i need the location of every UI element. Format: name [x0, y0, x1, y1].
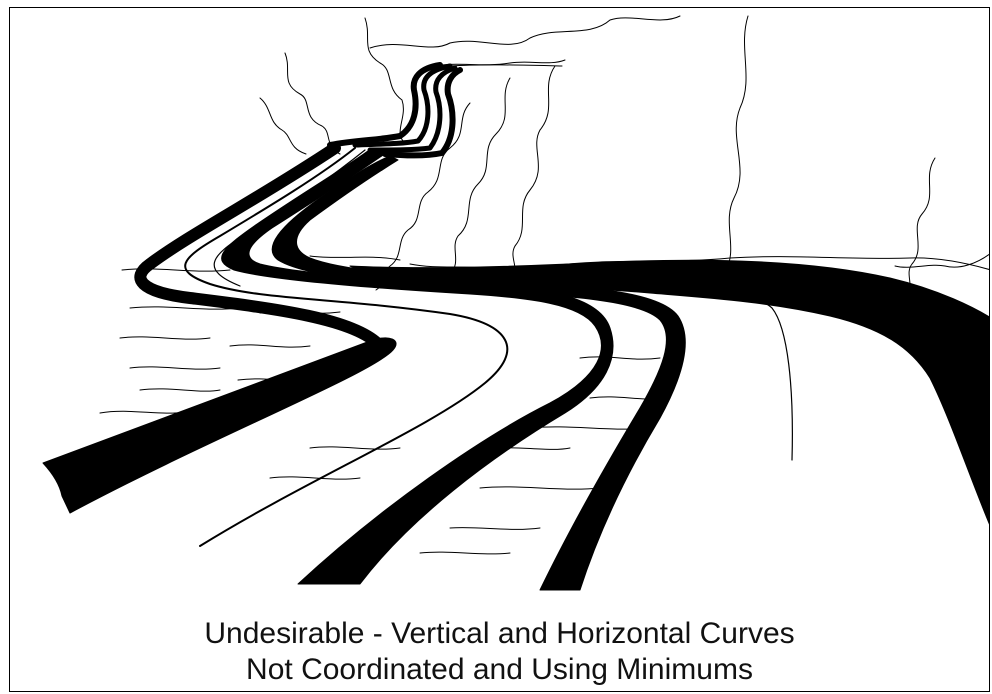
- hill-contour-mid2: [449, 77, 511, 275]
- road-right-stripe: [271, 155, 686, 591]
- figure-frame: Undesirable - Vertical and Horizontal Cu…: [9, 7, 990, 692]
- road-left-outer-curve: [134, 142, 386, 352]
- road-right-outer-shoulder-fill: [349, 259, 989, 525]
- caption-line-1: Undesirable - Vertical and Horizontal Cu…: [204, 617, 795, 650]
- ground-hatch-left-3: [119, 336, 311, 348]
- road-distant-edge-4: [382, 67, 463, 159]
- hill-contour-left: [284, 52, 341, 155]
- ground-hatch-mid: [269, 446, 401, 480]
- hill-contour-far-right: [894, 253, 989, 268]
- road-center-stripe: [221, 147, 614, 585]
- ground-hatch-left-1: [121, 268, 231, 272]
- figure-caption: Undesirable - Vertical and Horizontal Cu…: [10, 616, 989, 688]
- hill-contour-mid: [509, 65, 556, 281]
- road-left-shoulder-fill: [42, 337, 397, 514]
- hill-ridge-upper: [369, 15, 681, 49]
- road-distant-edge-2: [352, 63, 453, 148]
- ground-hatch-right-3: [419, 527, 541, 555]
- hill-contour-left2: [259, 97, 307, 155]
- road-right-edge: [349, 259, 989, 525]
- road-distant-switchbacks: [327, 62, 563, 159]
- caption-line-2: Not Coordinated and Using Minimums: [246, 653, 753, 686]
- hill-contour-right2: [905, 157, 936, 299]
- road-center-stripe-fill: [221, 147, 614, 585]
- road-right-stripe-fill: [271, 155, 686, 591]
- road-distant-edge-3: [367, 65, 458, 153]
- road-distant-top: [449, 64, 563, 67]
- hill-contour-right: [725, 15, 749, 271]
- road-left-inner-curve: [184, 147, 509, 547]
- hill-ridge-left: [364, 17, 407, 145]
- road-sketch-illustration: [42, 15, 989, 591]
- road-distant-edge-1: [327, 62, 443, 148]
